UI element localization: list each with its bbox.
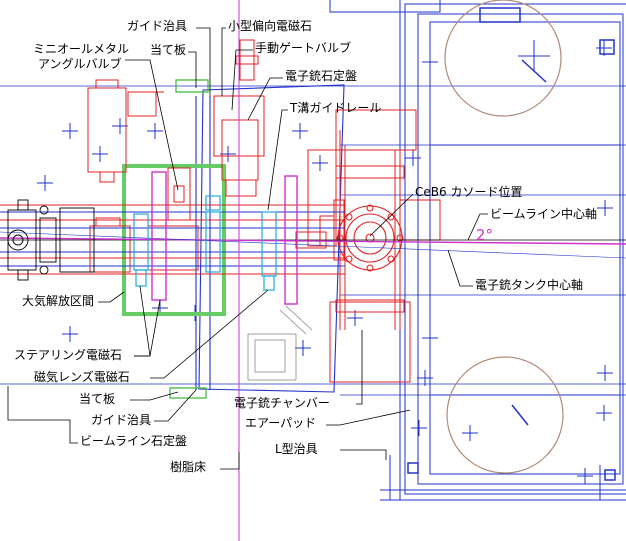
electron-gun-tank-axis-line xyxy=(0,231,626,259)
left-end-components xyxy=(7,199,95,281)
stopper-plates xyxy=(169,79,209,399)
label-l-type-jig: L型治具 xyxy=(275,442,318,456)
label-mini-all-metal-1: ミニオールメタル xyxy=(33,42,129,56)
annotation-labels: ガイド治具 小型偏向電磁石 ミニオールメタル アングルバルブ 当て板 手動ゲート… xyxy=(14,18,597,474)
top-right-clamps xyxy=(407,7,616,481)
label-resin-floor: 樹脂床 xyxy=(170,459,206,474)
label-air-pad: エアーパッド xyxy=(245,416,316,430)
gray-detail-block xyxy=(247,305,313,381)
label-t-slot-guide-rail: T溝ガイドレール xyxy=(289,101,381,115)
label-electron-gun-stone-table: 電子銃石定盤 xyxy=(285,68,357,83)
label-steering-magnet: ステアリング電磁石 xyxy=(14,347,122,362)
air-pad-circles xyxy=(444,0,564,474)
label-electron-gun-chamber: 電子銃チャンバー xyxy=(234,395,330,410)
label-angle: 2° xyxy=(476,226,493,244)
label-mini-all-metal-2: アングルバルブ xyxy=(38,56,122,71)
label-manual-gate-valve: 手動ゲートバルブ xyxy=(255,40,351,55)
label-ceb6-cathode: CeB6 カソード位置 xyxy=(415,184,522,199)
magnetic-lens-cyan xyxy=(133,195,277,291)
label-stopper-plate-bottom: 当て板 xyxy=(79,392,115,406)
leader-lines xyxy=(7,27,488,470)
steering-magnet-coils xyxy=(151,171,298,305)
electron-gun-stone-table xyxy=(195,84,345,393)
label-atmosphere-release: 大気解放区間 xyxy=(22,293,94,308)
label-magnetic-lens: 磁気レンズ電磁石 xyxy=(34,369,130,384)
label-small-deflection-magnet: 小型偏向電磁石 xyxy=(228,18,312,33)
cathode-chamber-flange xyxy=(336,204,404,272)
label-electron-gun-tank-axis: 電子銃タンク中心軸 xyxy=(475,277,583,292)
label-guide-jig-bottom: ガイド治具 xyxy=(91,413,151,427)
beam-axis-magenta-line xyxy=(0,237,626,245)
label-beamline-center-axis: ビームライン中心軸 xyxy=(490,206,597,221)
beamline-horizontal-lines xyxy=(0,204,345,275)
label-stopper-plate-top: 当て板 xyxy=(150,43,186,57)
beamline-stone-table-outline xyxy=(329,0,626,501)
label-guide-jig-top: ガイド治具 xyxy=(127,19,187,33)
crosshair-markers xyxy=(37,40,613,484)
label-beamline-stone-table: ビームライン石定盤 xyxy=(80,433,187,448)
